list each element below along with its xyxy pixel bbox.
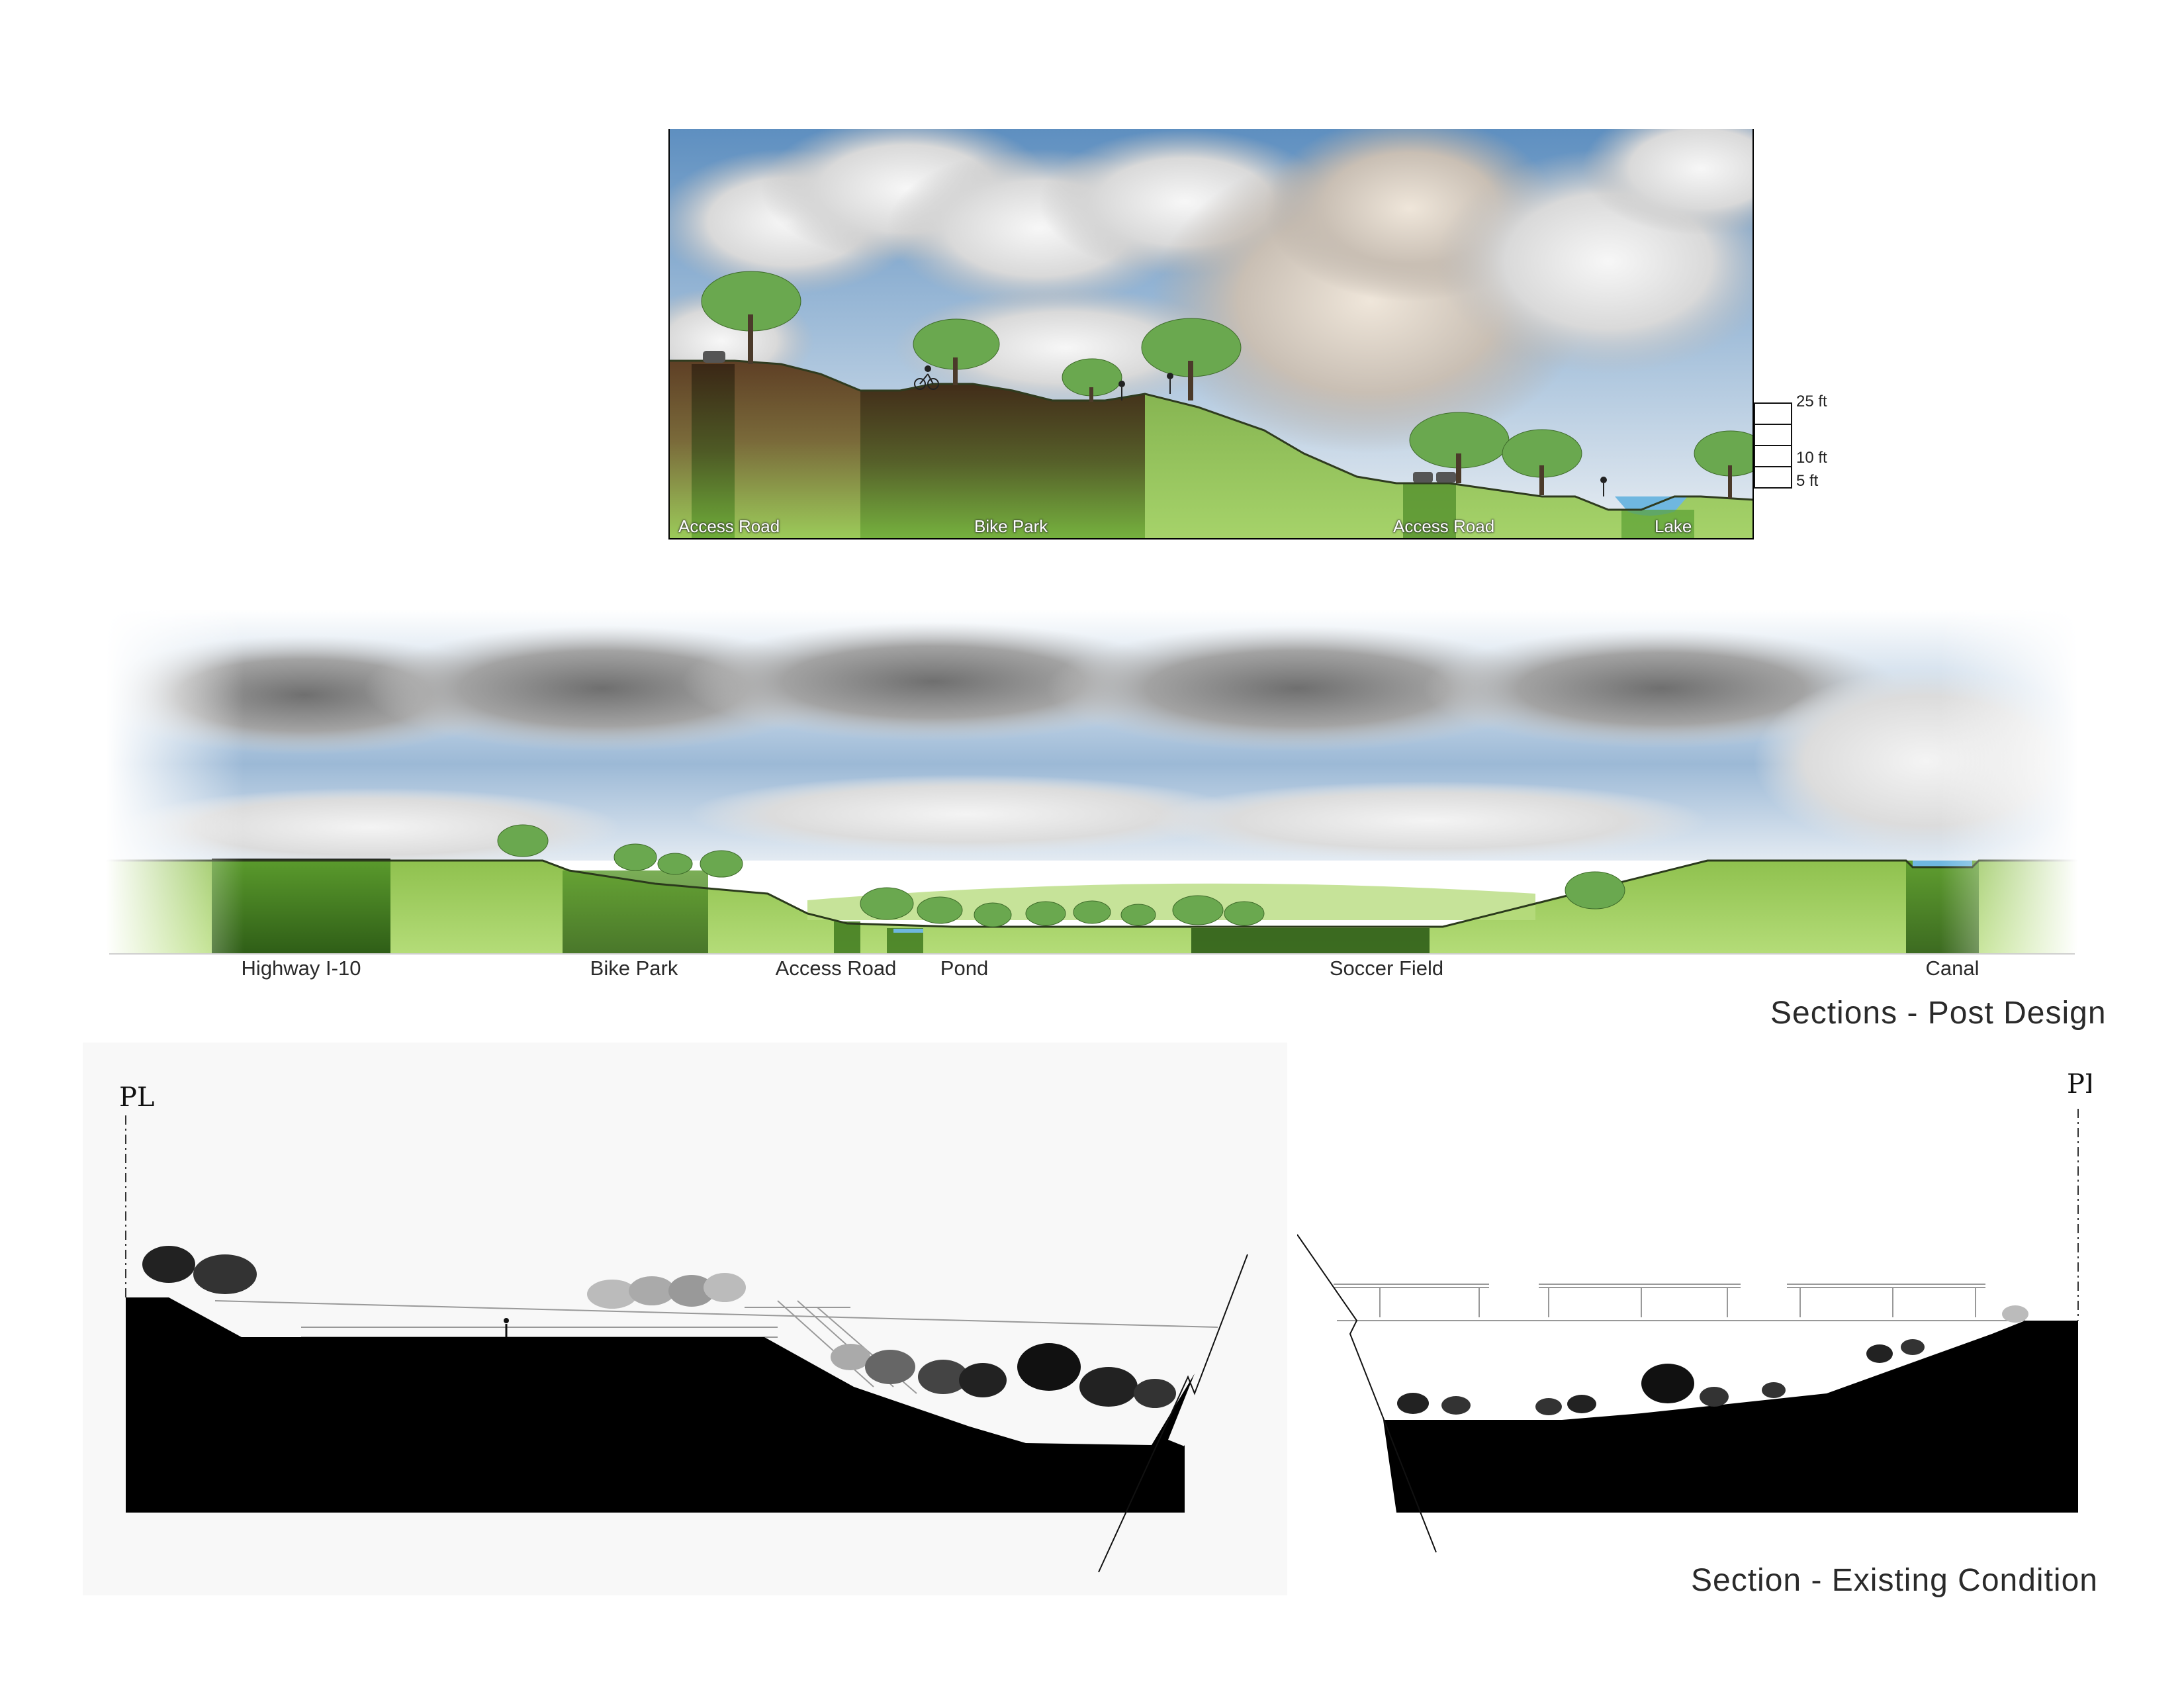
zone-label-bike-park-long: Bike Park bbox=[590, 957, 678, 980]
scale-label-25ft: 25 ft bbox=[1796, 393, 1827, 410]
existing-left-drawing bbox=[125, 1115, 1248, 1573]
zone-label-access-road-long: Access Road bbox=[775, 957, 897, 980]
zone-label-pond: Pond bbox=[940, 957, 989, 980]
zone-label-canal: Canal bbox=[1925, 957, 1979, 980]
existing-right-drawing bbox=[1297, 1109, 2079, 1553]
section-long-drawing bbox=[106, 609, 2078, 953]
title-post-design: Sections - Post Design bbox=[1770, 996, 2107, 1031]
tree-silhouettes-left bbox=[142, 1246, 1176, 1408]
scale-label-10ft: 10 ft bbox=[1796, 449, 1827, 467]
section-top-panel: Access Road Bike Park Access Road Lake bbox=[668, 129, 1754, 539]
property-line-marker-right: PL bbox=[2067, 1069, 2091, 1100]
people-icons bbox=[914, 365, 1607, 496]
zone-label-access-road-2: Access Road bbox=[1393, 516, 1495, 536]
long-section-baseline bbox=[109, 953, 2075, 955]
zone-label-bike-park: Bike Park bbox=[974, 516, 1048, 536]
property-line-marker-left: PL bbox=[119, 1082, 155, 1113]
section-long-panel bbox=[106, 609, 2078, 953]
title-existing-condition: Section - Existing Condition bbox=[1691, 1563, 2098, 1598]
tree-silhouettes-right bbox=[1397, 1305, 2028, 1415]
zone-label-lake: Lake bbox=[1655, 516, 1692, 536]
section-top-drawing bbox=[668, 129, 1754, 539]
zone-label-highway: Highway I-10 bbox=[241, 957, 361, 980]
trees bbox=[701, 271, 1754, 498]
vehicle-icons bbox=[703, 351, 1456, 483]
existing-left-panel: PL bbox=[83, 1043, 1287, 1595]
scale-label-5ft: 5 ft bbox=[1796, 472, 1819, 490]
vertical-scale-bar bbox=[1754, 402, 1794, 502]
zone-label-soccer-field: Soccer Field bbox=[1329, 957, 1444, 980]
zone-label-access-road-1: Access Road bbox=[678, 516, 780, 536]
existing-right-panel: PL bbox=[1297, 1043, 2091, 1559]
